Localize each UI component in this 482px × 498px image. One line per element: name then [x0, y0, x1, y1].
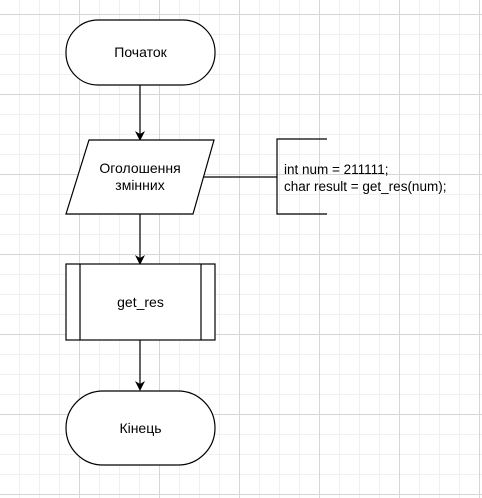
annotation-line-2: char result = get_res(num);: [284, 179, 447, 194]
annotation-text: int num = 211111; char result = get_res(…: [284, 161, 446, 195]
end-label: Кінець: [66, 391, 215, 465]
end-terminator[interactable]: [65, 390, 216, 466]
declare-label-line2: змінних: [115, 177, 165, 193]
declare-label: Оголошення змінних: [66, 140, 214, 214]
annotation-bracket: [276, 138, 327, 215]
declare-variables-shape[interactable]: [65, 139, 215, 215]
annotation-line-1: int num = 211111;: [284, 162, 389, 177]
start-label-text: Початок: [114, 44, 167, 60]
process-label: get_res: [66, 264, 215, 340]
end-label-text: Кінець: [119, 419, 162, 436]
process-label-text: get_res: [117, 293, 164, 310]
declare-label-line1: Оголошення: [99, 160, 181, 176]
start-label: Початок: [66, 20, 215, 85]
